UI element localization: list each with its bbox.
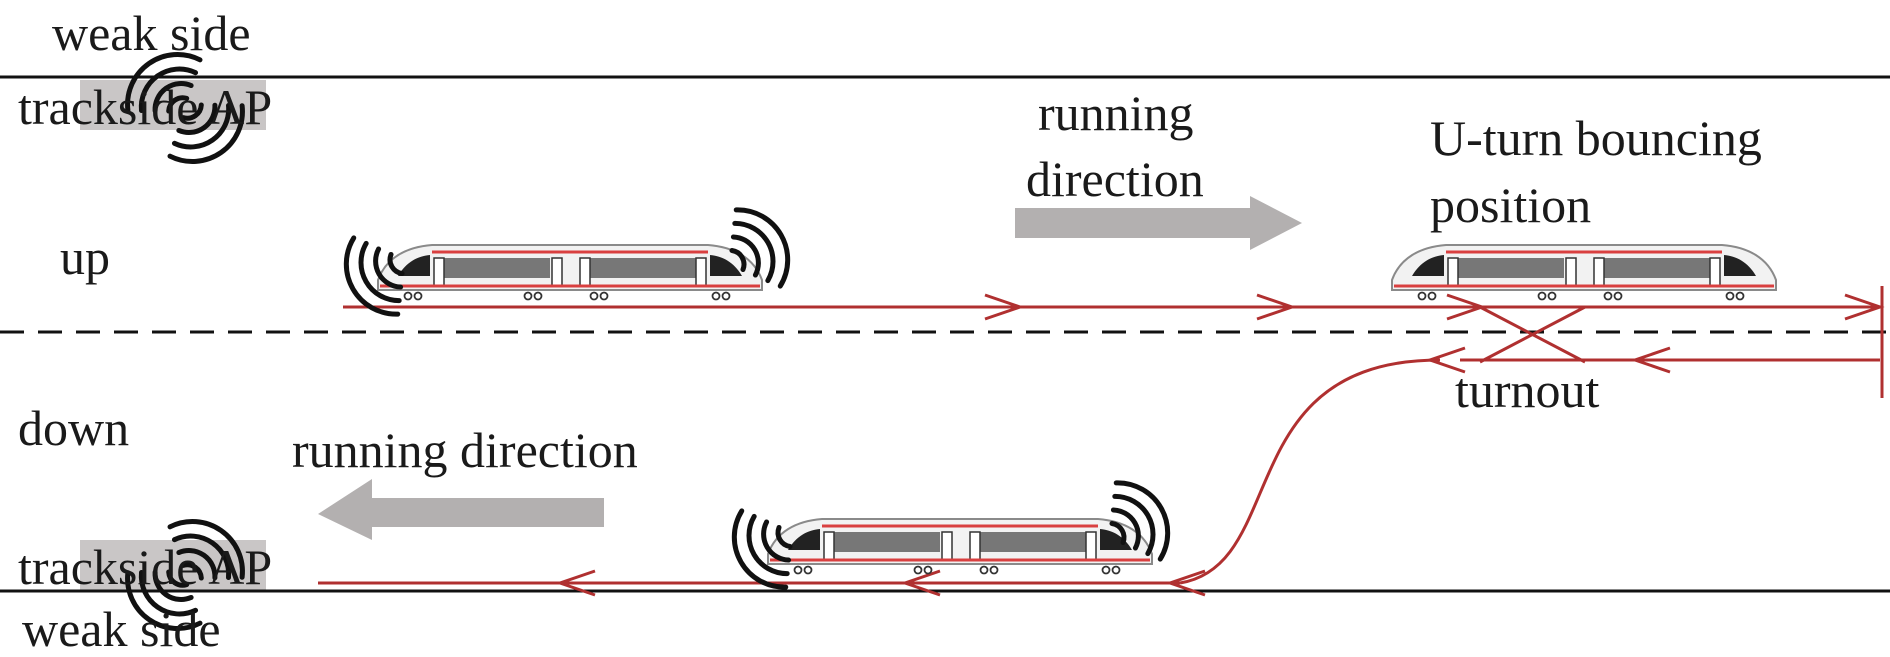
train-down-icon — [766, 517, 1154, 575]
down-track — [318, 358, 1441, 597]
running-direction-down-label: running direction — [292, 422, 638, 478]
turnout-label: turnout — [1455, 362, 1600, 418]
trackside-ap-top-label: trackside AP — [18, 79, 273, 135]
down-label: down — [18, 400, 130, 456]
up-track — [343, 286, 1885, 398]
u-turn-label-line1: U-turn bouncing — [1430, 110, 1762, 166]
running-direction-up-line2: direction — [1026, 151, 1204, 207]
up-label: up — [60, 229, 110, 285]
running-direction-arrow-right — [1015, 196, 1302, 250]
running-direction-up-line1: running — [1038, 85, 1194, 141]
trackside-ap-bottom-label: trackside AP — [18, 539, 273, 595]
weak-side-top-label: weak side — [52, 5, 251, 61]
train-up-left-icon — [376, 243, 764, 301]
weak-side-bottom-label: weak side — [22, 601, 221, 657]
u-turn-label-line2: position — [1430, 177, 1592, 233]
running-direction-arrow-left — [318, 479, 604, 540]
train-up-right-icon — [1390, 243, 1778, 301]
